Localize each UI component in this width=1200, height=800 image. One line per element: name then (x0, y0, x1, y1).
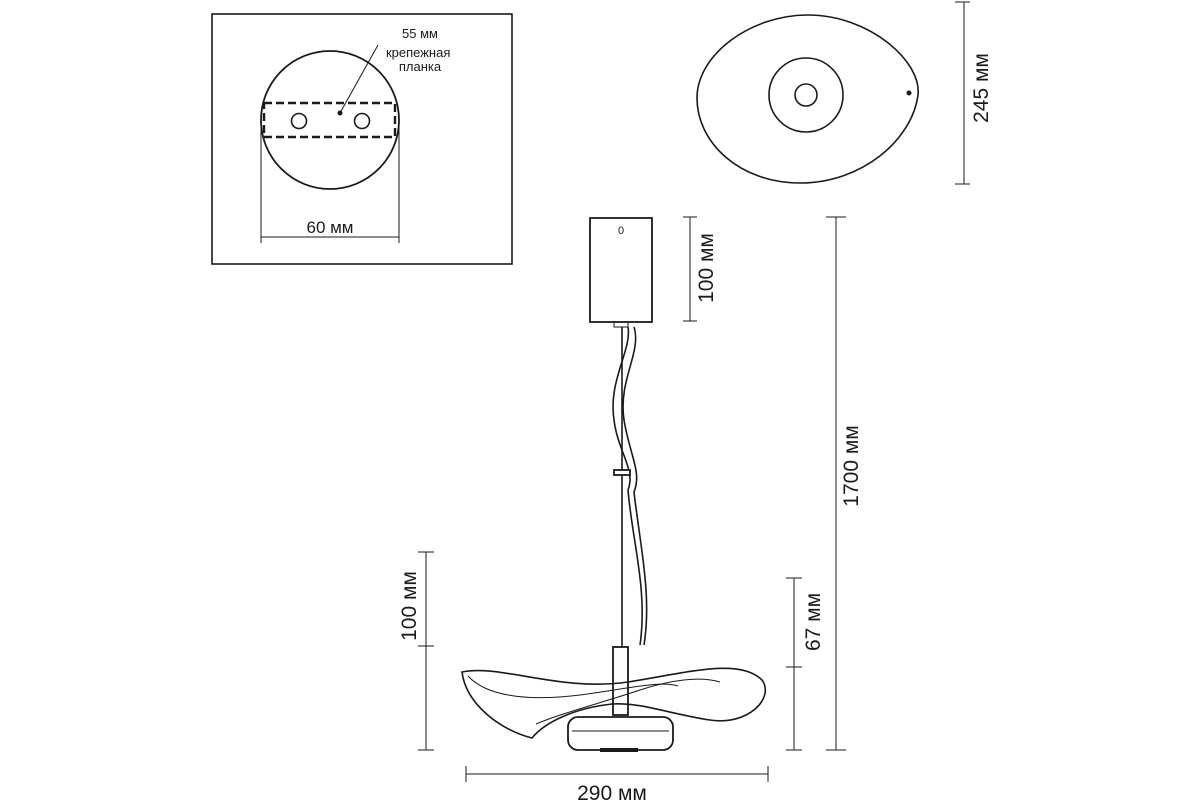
top-view: 245 мм (696, 1, 993, 185)
body-height-label: 67 мм (802, 593, 825, 651)
top-body-inner (794, 83, 818, 107)
power-cord (612, 326, 643, 646)
side-view: 0 100 мм 1700 мм 100 мм (398, 216, 863, 800)
shade-leaf (461, 667, 767, 739)
detail-frame (211, 13, 513, 265)
plate-label-line1: крепежная (386, 45, 450, 60)
shade-width-label: 290 мм (577, 782, 647, 800)
top-edge-dot (906, 90, 912, 96)
shade-outline-top (696, 14, 919, 184)
shade-height-label: 100 мм (398, 571, 421, 641)
plate-label-line2: планка (399, 59, 442, 74)
plate-label: крепежная планка (386, 45, 454, 74)
shade-fold (467, 675, 679, 699)
lamp-stem (612, 646, 629, 716)
canopy-height-label: 100 мм (695, 233, 718, 303)
top-body-outer (768, 57, 844, 133)
power-cord-2 (622, 326, 648, 646)
cable-clip (613, 469, 631, 476)
top-width-label: 245 мм (970, 53, 993, 123)
lamp-body (567, 716, 674, 751)
canopy-outlet (613, 321, 629, 328)
shade-fold-2 (535, 678, 721, 725)
canopy-circle (260, 50, 400, 190)
mounting-detail: 55 мм крепежная планка 60 мм (211, 13, 513, 265)
canopy-mark: 0 (618, 225, 624, 237)
canopy-diameter-label: 60 мм (306, 218, 353, 237)
mounting-plate-dashed (262, 101, 397, 139)
total-height-label: 1700 мм (840, 425, 863, 506)
mount-hole-left (290, 112, 308, 130)
plate-leader-line (339, 44, 379, 114)
plate-width-label: 55 мм (402, 26, 438, 41)
lamp-lens (600, 748, 638, 752)
mount-hole-right (353, 112, 371, 130)
